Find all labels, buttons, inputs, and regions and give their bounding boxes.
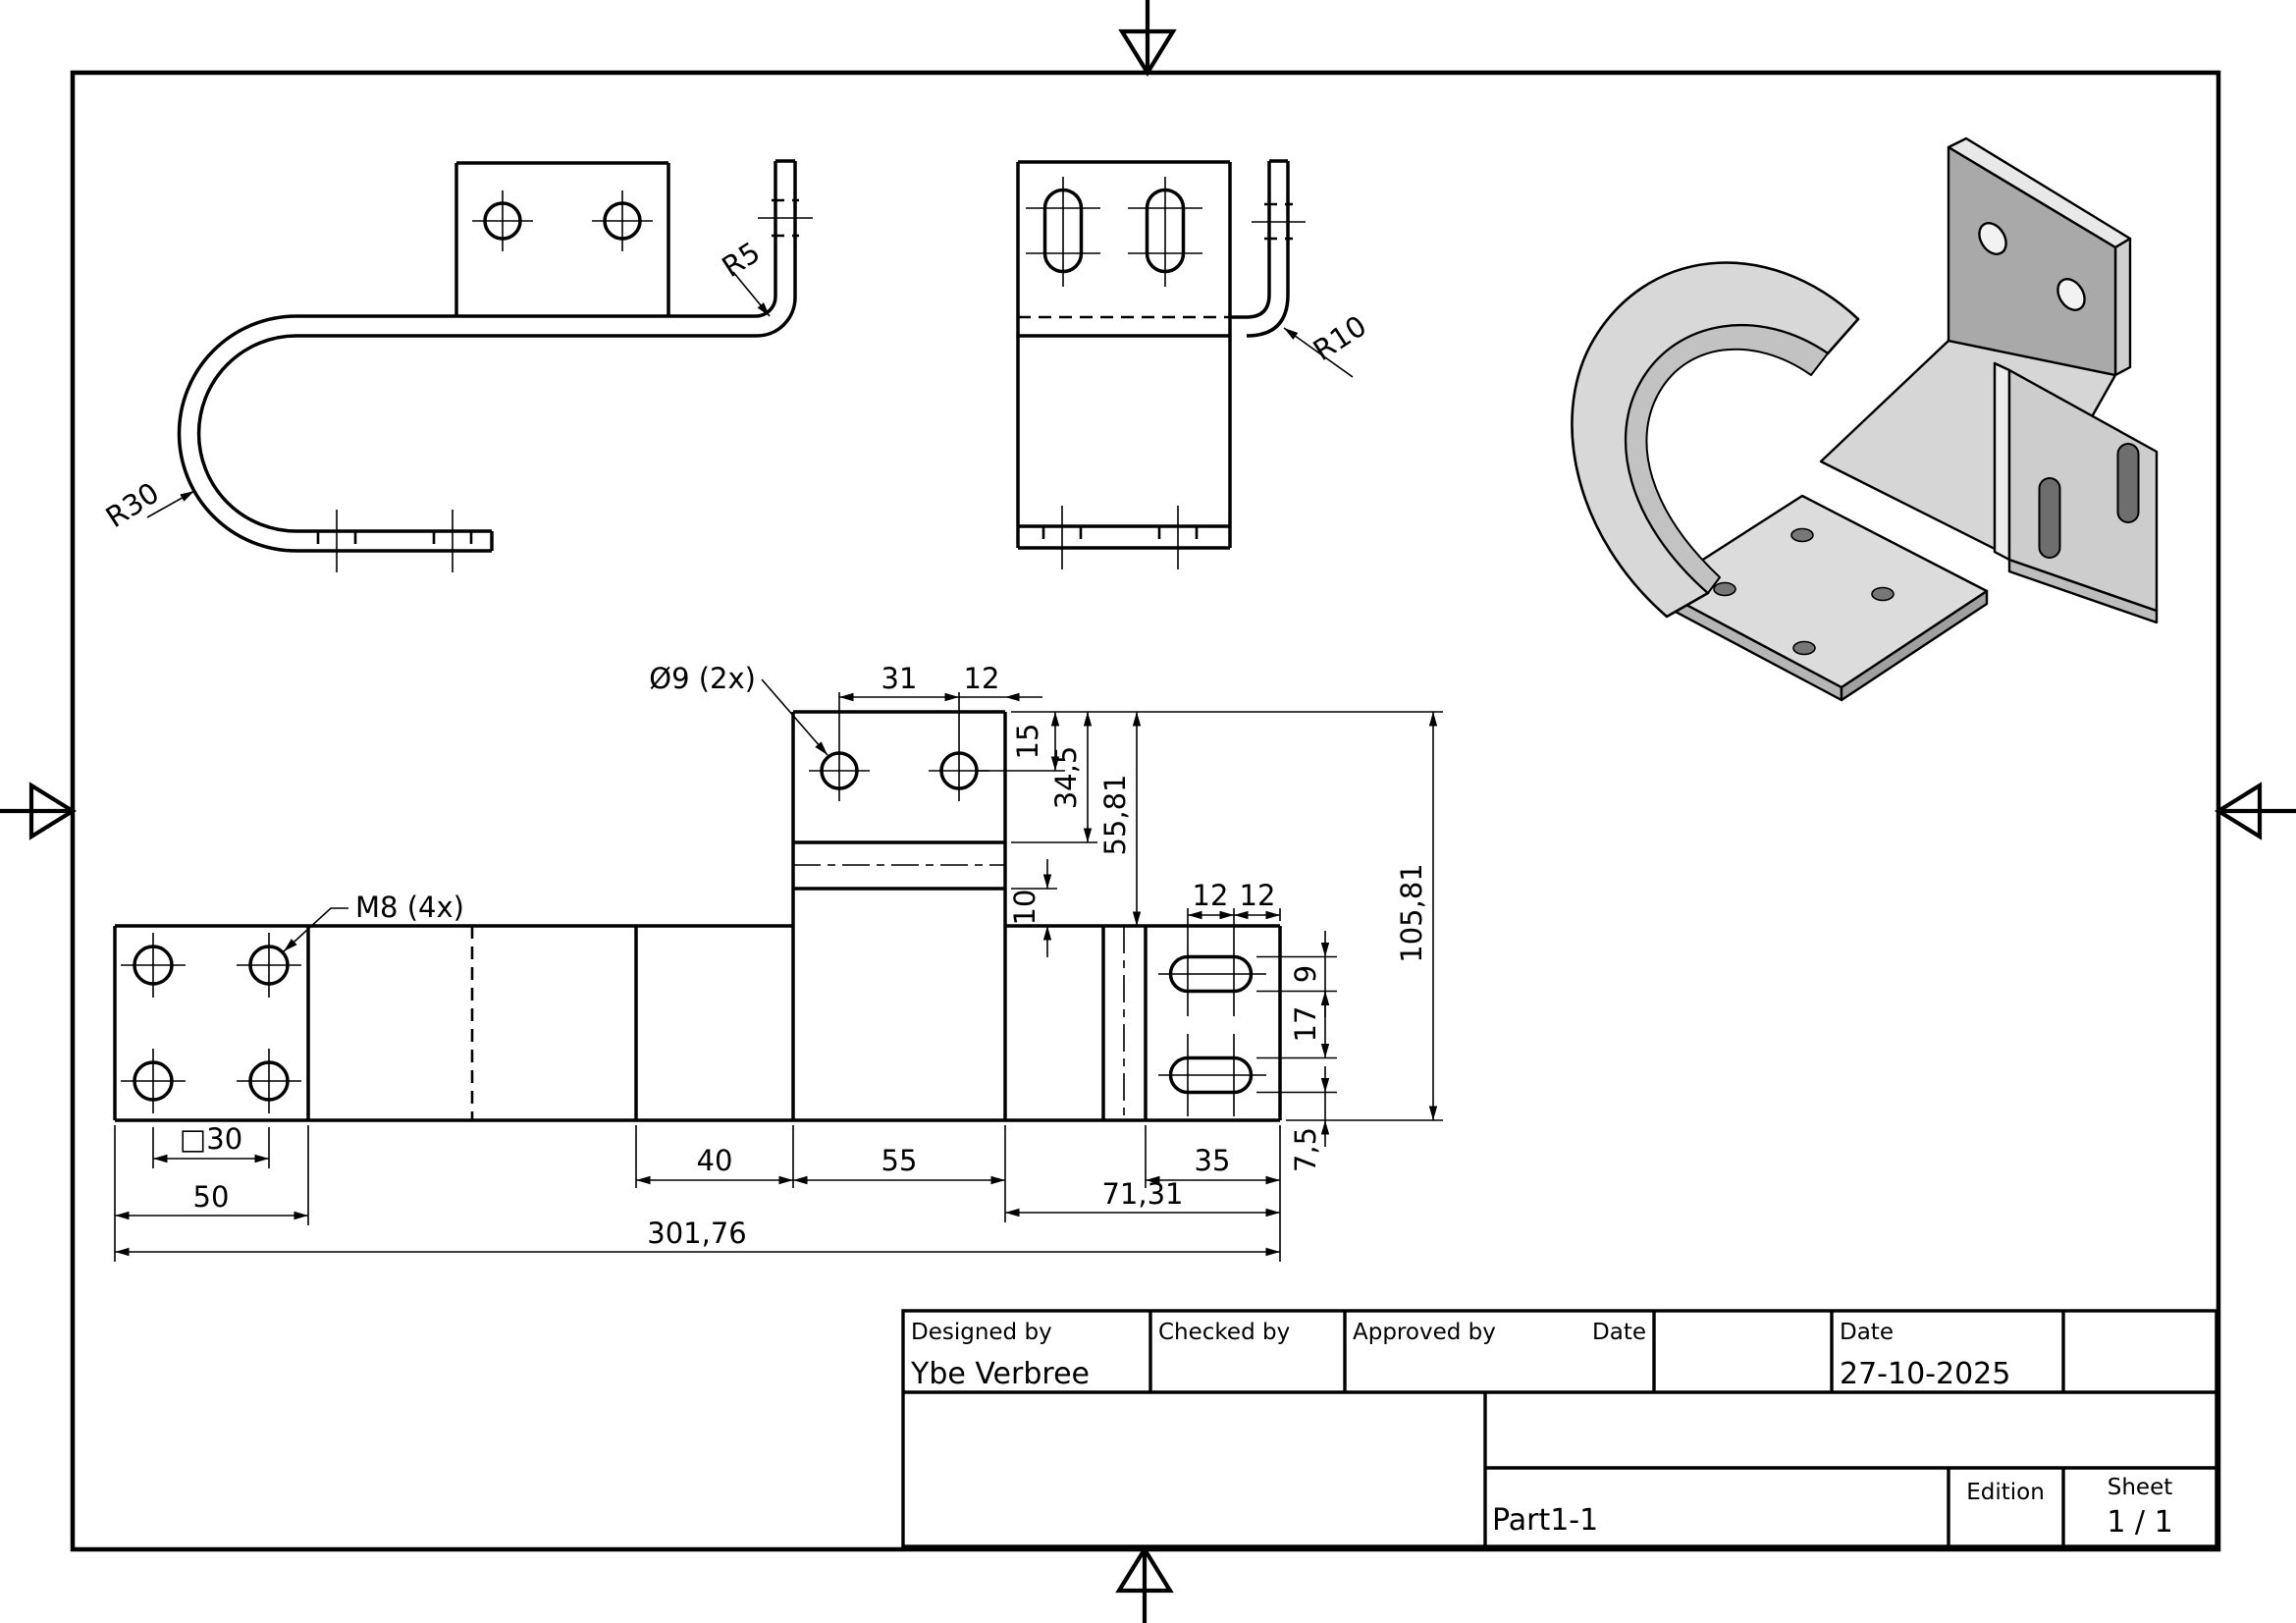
flat-pattern-view: 31 12 15 34,5 55,81 10 105,81 12 12 9 17… [113, 662, 1443, 1262]
side-view: R5 R30 [100, 159, 813, 572]
iso-hole-base-1 [1790, 527, 1814, 543]
dim-35: 35 [1195, 1144, 1231, 1177]
designed-by-value: Ybe Verbree [910, 1357, 1090, 1391]
label-m8: M8 (4x) [355, 891, 464, 924]
iso-hole-base-2 [1713, 581, 1736, 597]
r30-leader [146, 490, 195, 518]
dim-15: 15 [1011, 724, 1044, 760]
dim-12-slot-a: 12 [1193, 879, 1229, 912]
dim-55: 55 [881, 1144, 918, 1177]
dia9-leader [761, 678, 828, 756]
dim-105-81: 105,81 [1395, 863, 1428, 962]
approved-by-label: Approved by [1353, 1320, 1496, 1345]
sheet-label: Sheet [2108, 1475, 2173, 1500]
dim-34-5: 34,5 [1049, 746, 1083, 810]
dim-12-tab: 12 [964, 662, 1000, 695]
iso-hole-base-4 [1792, 640, 1816, 656]
designed-by-label: Designed by [911, 1320, 1052, 1345]
centering-mark-top [1118, 0, 1177, 77]
centering-mark-right [2215, 782, 2296, 840]
iso-hole-round-2 [2056, 278, 2086, 311]
dim-12-slot-b: 12 [1240, 879, 1276, 912]
label-dia9: Ø9 (2x) [649, 662, 756, 695]
dim-31: 31 [881, 662, 918, 695]
iso-hole-base-3 [1871, 586, 1895, 602]
dim-17: 17 [1289, 1006, 1322, 1043]
r10-leader [1283, 327, 1354, 378]
part-name: Part1-1 [1492, 1503, 1598, 1538]
dim-301-76: 301,76 [647, 1217, 746, 1250]
isometric-view [1571, 136, 2159, 702]
dim-9: 9 [1289, 965, 1322, 983]
dim-50: 50 [193, 1180, 230, 1214]
date-label-2: Date [1840, 1320, 1894, 1345]
dim-7-5: 7,5 [1289, 1127, 1322, 1172]
centering-mark-bottom [1115, 1545, 1174, 1623]
label-r30: R30 [100, 476, 165, 535]
iso-slot-1 [2038, 477, 2061, 559]
m8-leader [283, 907, 348, 952]
front-view: R10 [1016, 159, 1372, 569]
label-r10: R10 [1308, 309, 1372, 368]
sheet-value: 1 / 1 [2107, 1505, 2172, 1540]
dim-sq30: □30 [180, 1122, 242, 1156]
date-value: 27-10-2025 [1840, 1357, 2010, 1391]
iso-slot-2 [2116, 443, 2140, 523]
dim-10: 10 [1008, 890, 1041, 926]
date-label-1: Date [1592, 1320, 1646, 1345]
r5-leader [732, 271, 771, 317]
checked-by-label: Checked by [1158, 1320, 1290, 1345]
iso-hole-round-1 [1978, 222, 2007, 255]
iso-hook-inner [1625, 324, 1829, 594]
dim-71-31: 71,31 [1101, 1177, 1183, 1211]
centering-mark-left [0, 782, 77, 840]
dim-40: 40 [697, 1144, 733, 1177]
label-r5: R5 [716, 236, 766, 285]
edition-label: Edition [1966, 1480, 2045, 1505]
dim-55-81: 55,81 [1098, 774, 1132, 855]
sheet-border [70, 70, 2221, 1552]
title-block: Designed by Ybe Verbree Checked by Appro… [901, 1309, 2218, 1548]
